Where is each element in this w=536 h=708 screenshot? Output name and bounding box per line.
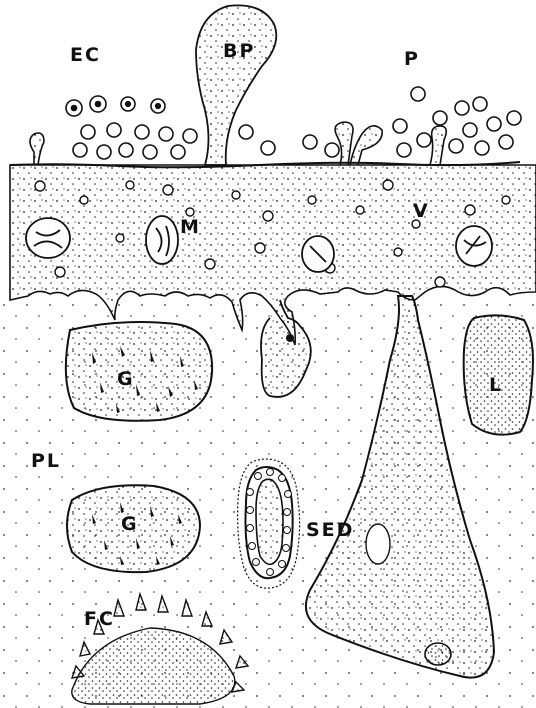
- label-l: L: [489, 376, 503, 395]
- sed-lumen: [256, 479, 283, 564]
- label-v: V: [413, 202, 430, 221]
- bleb-process: [196, 5, 276, 165]
- label-p: P: [404, 50, 420, 69]
- label-pl: PL: [31, 452, 61, 471]
- large-cell-inclusion: [366, 524, 390, 564]
- label-bp: BP: [223, 42, 255, 61]
- label-g-upper: G: [117, 370, 135, 389]
- label-g-lower: G: [121, 515, 139, 534]
- granular-cell-upper: [66, 322, 212, 421]
- label-m: M: [180, 218, 201, 237]
- large-cell-dark-body: [425, 643, 451, 665]
- label-fc: FC: [84, 610, 115, 629]
- hanging-cell-nucleus: [286, 334, 294, 342]
- surface-cells: [66, 87, 521, 159]
- label-sed: SED: [306, 521, 354, 540]
- label-ec: EC: [70, 46, 101, 65]
